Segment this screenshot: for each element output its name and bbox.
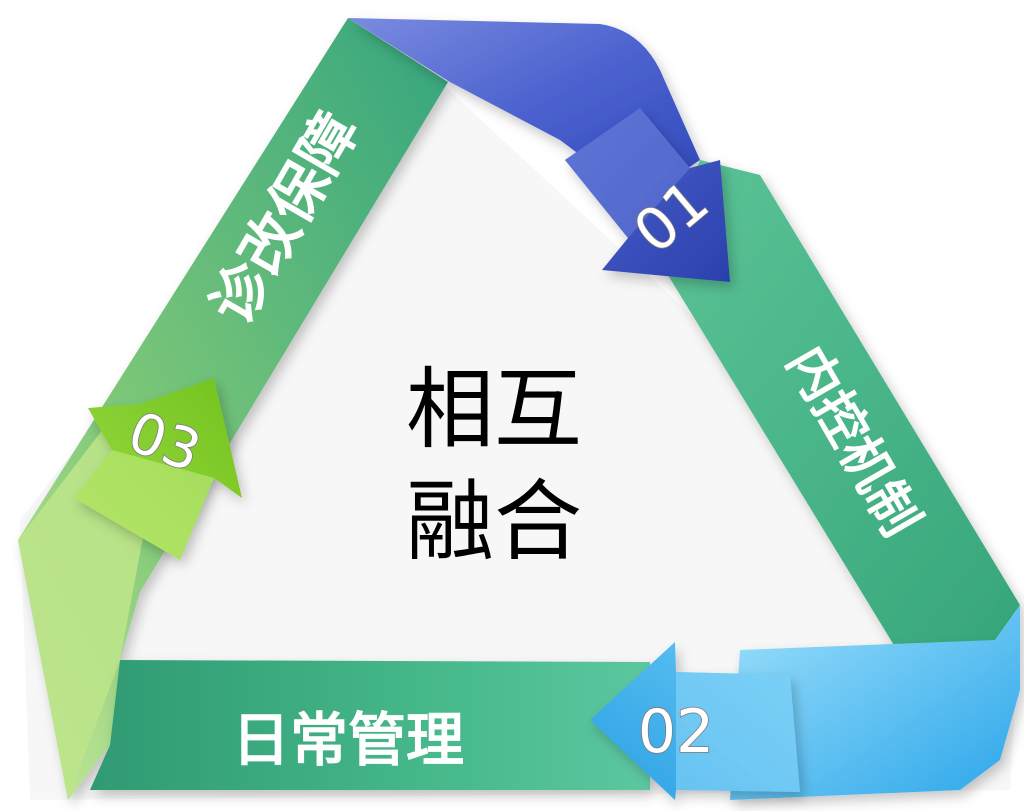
band-bottom [90,660,650,790]
step-03-arrow-face [74,450,214,560]
band-right [660,160,1020,655]
step-02-marker [590,642,800,800]
step-01-marker [565,108,730,282]
label-bottom-band: 日常管理 [232,706,464,774]
step-03-marker [74,378,242,560]
step-02-number: 02 [638,697,714,767]
ribbon-sky [730,605,1020,800]
center-title-line-2: 融合 [406,470,582,573]
step-02-arrow-face [676,672,800,792]
step-01-arrow-face [565,108,690,238]
center-title-line-1: 相互 [406,358,582,461]
